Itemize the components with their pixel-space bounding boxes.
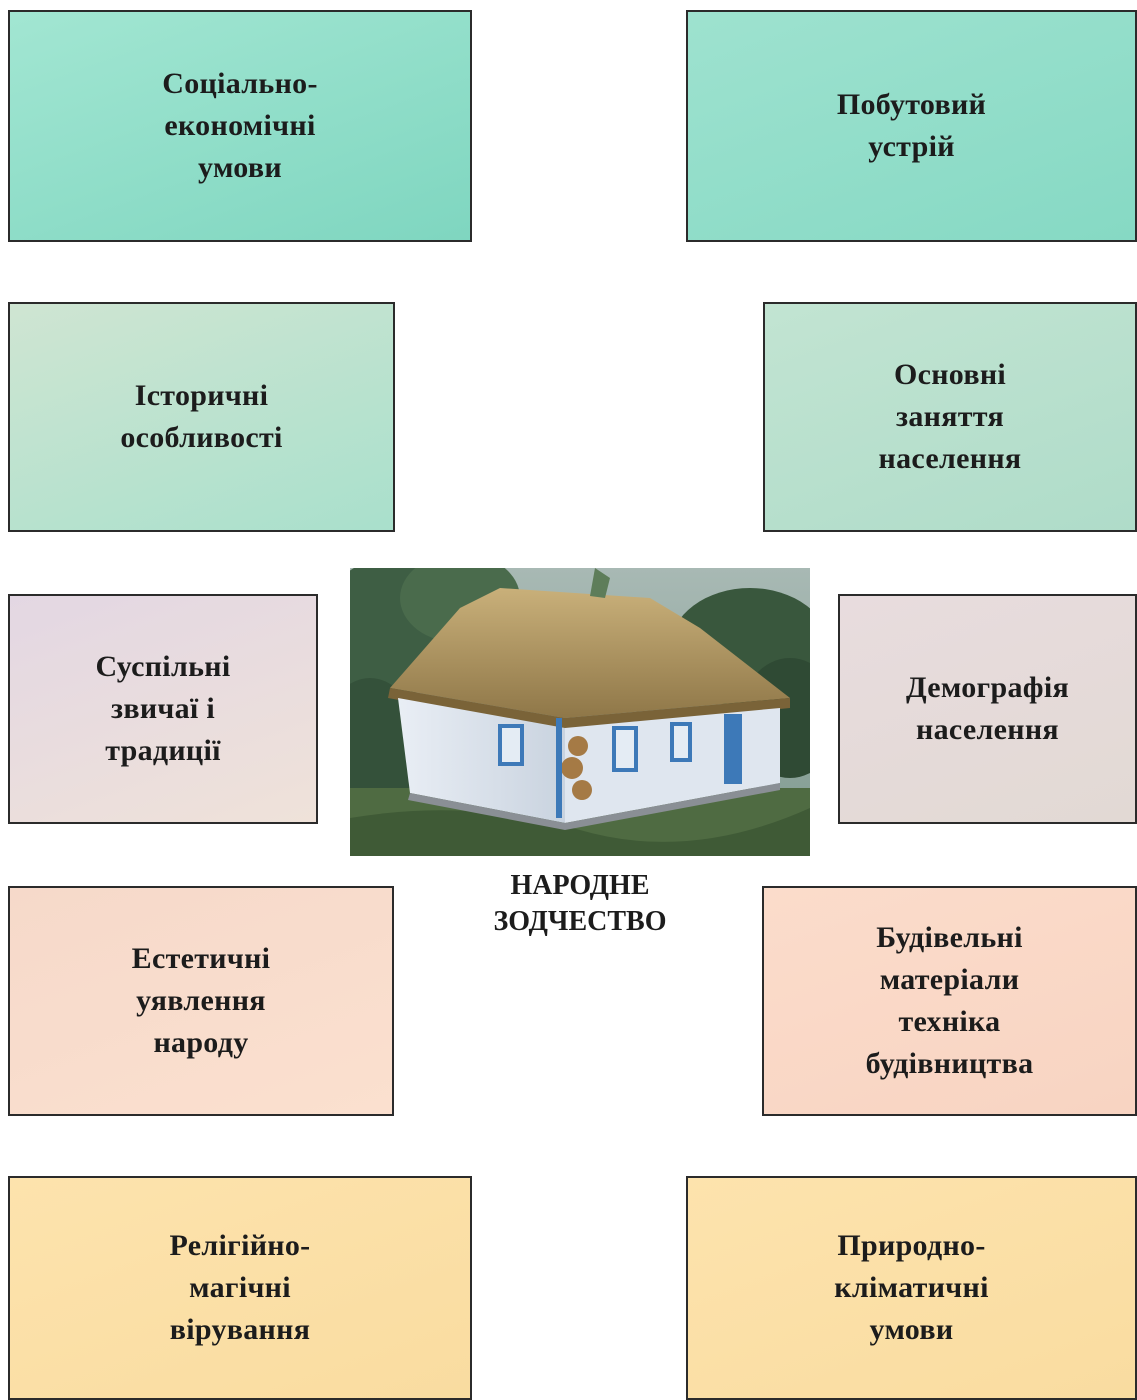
box-religious-beliefs: Релігійно- магічні вірування bbox=[8, 1176, 472, 1400]
box-label: Суспільні звичаї і традиції bbox=[95, 650, 231, 767]
folk-house-photo bbox=[350, 568, 810, 856]
box-building-materials: Будівельні матеріали техніка будівництва bbox=[762, 886, 1137, 1116]
central-caption: НАРОДНЕ ЗОДЧЕСТВО bbox=[493, 870, 667, 937]
box-label: Історичні особливості bbox=[120, 379, 283, 454]
box-label: Побутовий устрій bbox=[836, 88, 987, 163]
box-label: Природно- кліматичні умови bbox=[834, 1229, 989, 1346]
box-label: Естетичні уявлення народу bbox=[131, 942, 271, 1059]
box-label: Будівельні матеріали техніка будівництва bbox=[865, 921, 1034, 1080]
box-demography: Демографія населення bbox=[838, 594, 1137, 824]
box-label: Релігійно- магічні вірування bbox=[169, 1229, 311, 1346]
box-main-occupations: Основні заняття населення bbox=[763, 302, 1137, 532]
box-label: Демографія населення bbox=[906, 671, 1069, 746]
box-aesthetic-views: Естетичні уявлення народу bbox=[8, 886, 394, 1116]
box-climate-conditions: Природно- кліматичні умови bbox=[686, 1176, 1137, 1400]
box-label: Соціально- економічні умови bbox=[162, 67, 318, 184]
box-social-customs: Суспільні звичаї і традиції bbox=[8, 594, 318, 824]
house-photo-image bbox=[350, 568, 810, 856]
box-household-structure: Побутовий устрій bbox=[686, 10, 1137, 242]
box-label: Основні заняття населення bbox=[878, 358, 1022, 475]
box-social-economic-conditions: Соціально- економічні умови bbox=[8, 10, 472, 242]
box-historical-features: Історичні особливості bbox=[8, 302, 395, 532]
